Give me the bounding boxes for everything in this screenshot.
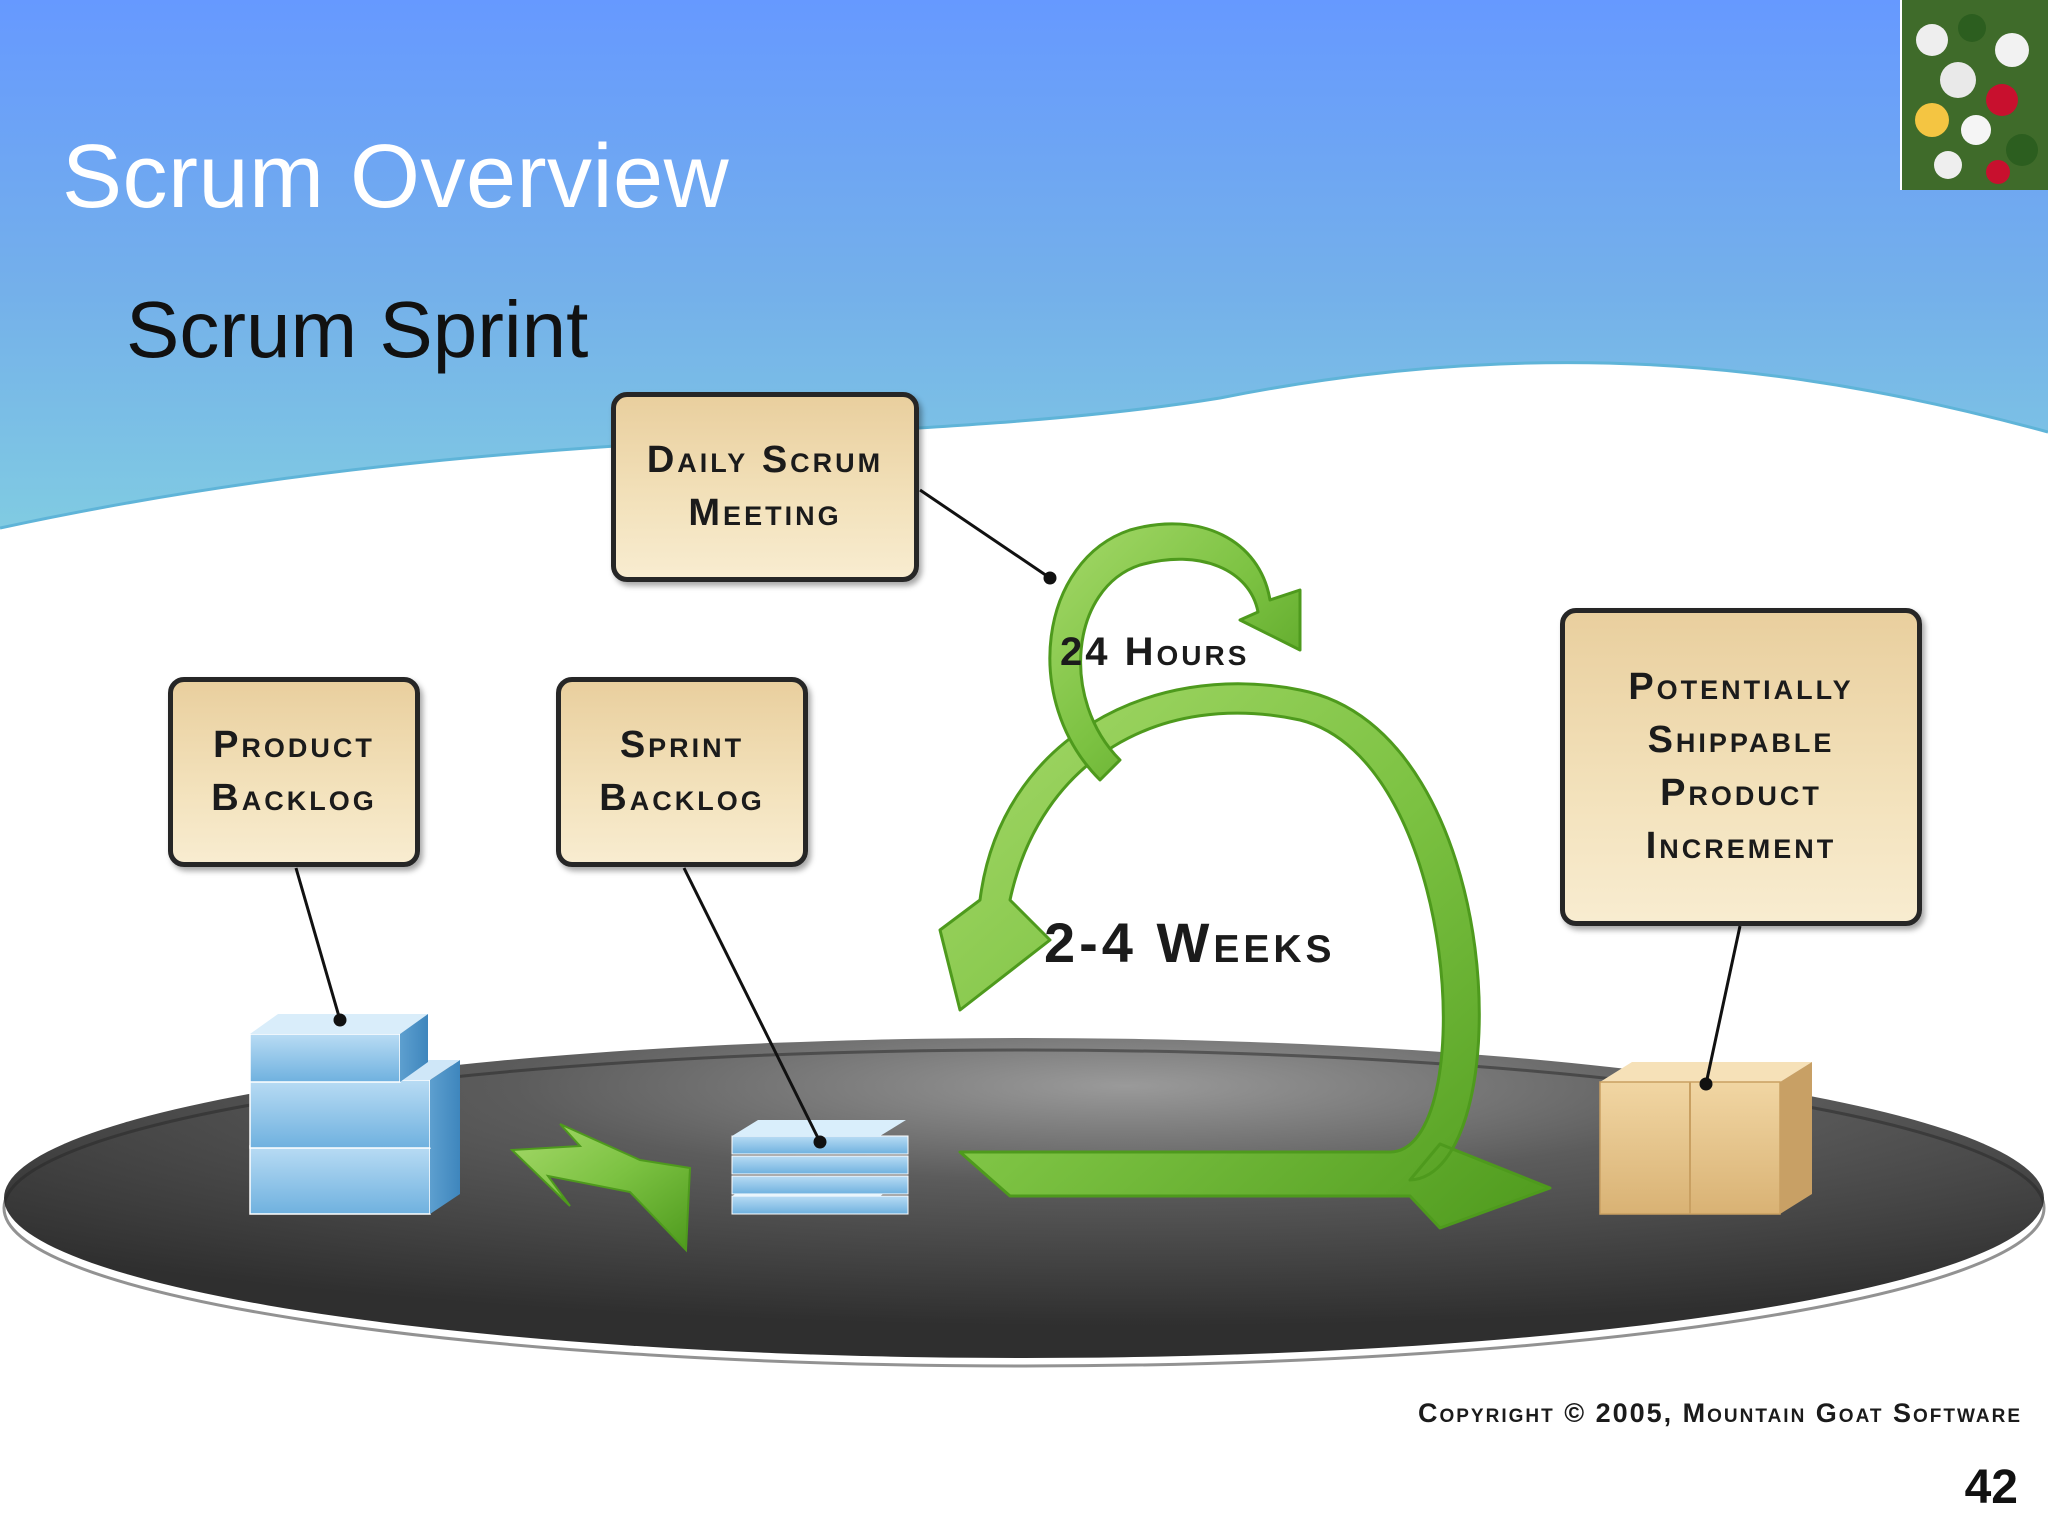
sprint-backlog-stack: [731, 1120, 909, 1215]
product-increment-box: Potentially Shippable Product Increment: [1560, 608, 1922, 926]
product-backlog-stack: [249, 1014, 460, 1215]
copyright-notice: Copyright © 2005, Mountain Goat Software: [1417, 1398, 2022, 1428]
sprint-backlog-box: Sprint Backlog: [556, 677, 808, 867]
slide-title: Scrum Overview: [62, 127, 730, 227]
product-backlog-box: Product Backlog: [168, 677, 420, 867]
page-number: 42: [1964, 1461, 2018, 1514]
sprint-cycle-label: 2-4 Weeks: [1044, 911, 1336, 974]
sprint-backlog-label: Sprint Backlog: [599, 724, 765, 819]
header-wave: [0, 0, 2048, 528]
product-backlog-label: Product Backlog: [211, 724, 377, 819]
rugby-scrum-photo-icon: [1900, 0, 2048, 190]
platform-shadow: [2, 1048, 2046, 1368]
flow-arrow-small: [509, 1123, 692, 1253]
header-wave-edge: [0, 361, 2048, 530]
daily-scrum-meeting-box: Daily Scrum Meeting: [611, 392, 919, 582]
daily-scrum-meeting-label: Daily Scrum Meeting: [646, 439, 884, 534]
daily-cycle-arrow: [1048, 522, 1302, 782]
sprint-cycle-arrow: [938, 682, 1552, 1230]
product-increment-label: Potentially Shippable Product Increment: [1628, 666, 1854, 867]
pointer-lines: [294, 488, 1742, 1149]
daily-cycle-label: 24 Hours: [1060, 630, 1250, 674]
shippable-package: [1599, 1062, 1812, 1215]
sprint-platform: [4, 1038, 2044, 1358]
slide-subtitle: Scrum Sprint: [126, 285, 589, 374]
